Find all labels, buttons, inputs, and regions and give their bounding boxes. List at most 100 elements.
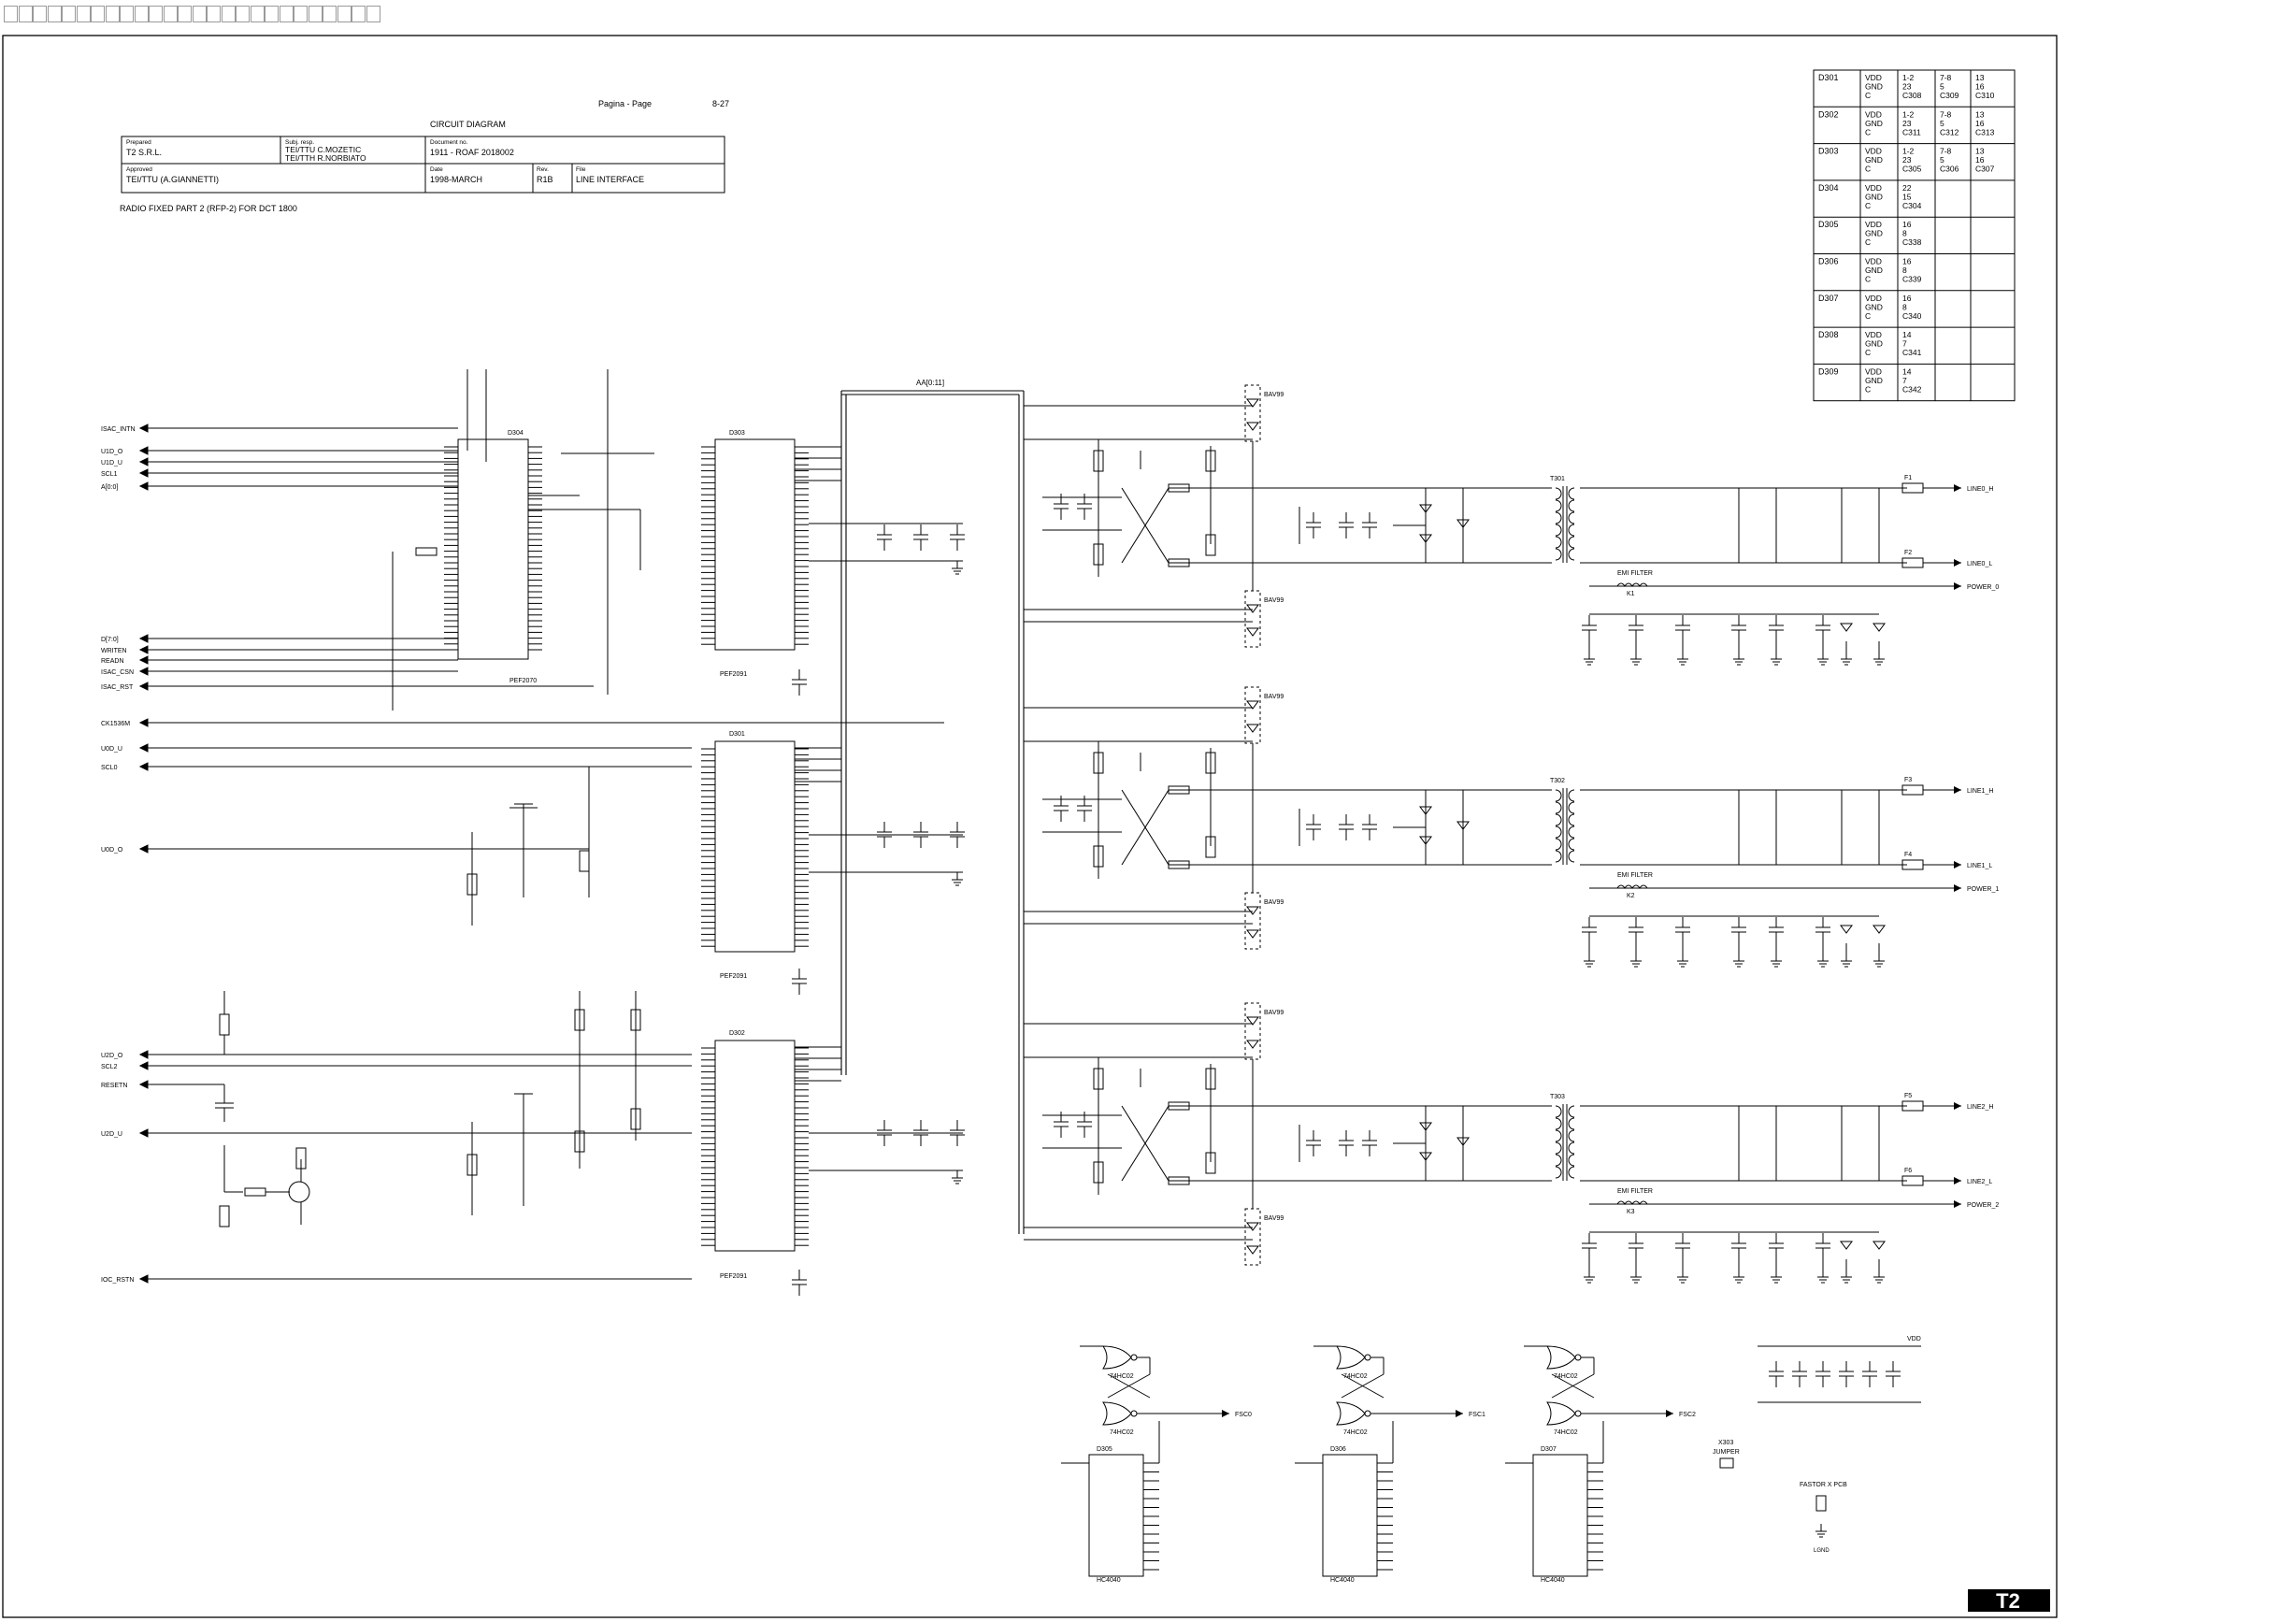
- table-pin-a: 1-2: [1902, 109, 1915, 119]
- chip-d303: [714, 438, 796, 651]
- transformer-coil: [1555, 548, 1562, 561]
- vdd-label: VDD: [1907, 1336, 1921, 1342]
- approved-label: Approved: [126, 166, 152, 173]
- cross-wire: [1121, 487, 1170, 564]
- emi-filter-coil: [1616, 884, 1648, 889]
- subj-resp-line1: TEI/TTU C.MOZETIC: [285, 145, 361, 154]
- decoupling-capacitor: [792, 969, 807, 995]
- t2-logo: T2: [1968, 1589, 2050, 1613]
- capacitor: [1769, 917, 1784, 943]
- line-h-label: LINE0_H: [1967, 486, 1993, 493]
- capacitor: [1839, 1361, 1854, 1387]
- chip-d302-part: PEF2091: [720, 1273, 747, 1280]
- table-pin-a: C341: [1902, 348, 1922, 357]
- table-pin-name: VDD: [1865, 73, 1882, 82]
- document-no-value: 1911 - ROAF 2018002: [430, 148, 514, 157]
- diode-array-bottom: [1244, 1208, 1261, 1266]
- fastor-symbol: [1815, 1495, 1827, 1512]
- table-pin-name: VDD: [1865, 330, 1882, 339]
- chip-pins: [444, 446, 809, 1246]
- resistor: [1205, 1068, 1216, 1090]
- chip-d304-part: PEF2070: [509, 678, 537, 684]
- capacitor: [1675, 615, 1690, 641]
- resistor: [1205, 450, 1216, 472]
- capacitor: [1629, 1233, 1643, 1259]
- fastor-label: FASTOR X PCB: [1800, 1482, 1847, 1488]
- bus-label: AA[0:11]: [916, 379, 944, 387]
- subj-resp-line2: TEI/TTH R.NORBIATO: [285, 153, 366, 163]
- transformer-coil: [1555, 499, 1562, 512]
- transformer-coil: [1555, 813, 1562, 826]
- counter-part: HC4040: [1330, 1577, 1355, 1584]
- table-pin-name: VDD: [1865, 183, 1882, 193]
- signal-label: ISAC_INTN: [101, 426, 136, 433]
- transformer-coil: [1568, 511, 1575, 524]
- placeholder-glyph-box: [105, 6, 120, 22]
- emi-filter-ref: K1: [1627, 591, 1635, 597]
- capacitor: [1815, 1233, 1830, 1259]
- table-pin-name: GND: [1865, 155, 1883, 165]
- counter-chip: [1088, 1454, 1144, 1577]
- placeholder-glyph-box: [149, 6, 163, 22]
- table-ref: D309: [1818, 366, 1839, 376]
- table-pin-name: GND: [1865, 339, 1883, 349]
- emi-filter-label: EMI FILTER: [1617, 872, 1653, 879]
- transformer-coil: [1568, 801, 1575, 814]
- resistor: [1168, 860, 1190, 869]
- table-pin-name: GND: [1865, 302, 1883, 311]
- title-block: [121, 136, 725, 194]
- page-label: Pagina - Page: [598, 99, 652, 108]
- table-pin-a: 14: [1902, 330, 1912, 339]
- resistor: [1168, 1101, 1190, 1111]
- transformer-coil: [1555, 1105, 1562, 1118]
- emi-filter-label: EMI FILTER: [1617, 1188, 1653, 1195]
- zener-symbol: [1419, 806, 1432, 815]
- diode-part: BAV99: [1264, 1215, 1284, 1222]
- capacitor: [1731, 615, 1746, 641]
- transformer-coil: [1568, 1129, 1575, 1142]
- transformer-coil: [1568, 1117, 1575, 1130]
- frame-sync-counters: 74HC0274HC02FSC0D305HC404074HC0274HC02FS…: [1061, 1336, 1921, 1584]
- chip-d301: [714, 740, 796, 953]
- diode-array-bottom: [1244, 590, 1261, 648]
- diode-symbol: [1246, 1040, 1259, 1049]
- table-pin-a: C305: [1902, 165, 1922, 174]
- transformer-coil: [1555, 536, 1562, 549]
- table-pin-c: 16: [1975, 82, 1985, 92]
- table-pin-b: 5: [1940, 155, 1944, 165]
- ground-symbol: [1817, 954, 1829, 968]
- table-ref: D306: [1818, 257, 1839, 266]
- placeholder-glyph-box: [120, 6, 134, 22]
- capacitor: [1769, 1233, 1784, 1259]
- line-h-label: LINE1_H: [1967, 788, 1993, 795]
- table-ref: D307: [1818, 294, 1839, 303]
- output-arrow: [1954, 786, 1961, 794]
- zener-symbol: [1419, 836, 1432, 845]
- gate-part: 74HC02: [1343, 1429, 1368, 1436]
- table-pin-name: GND: [1865, 82, 1883, 92]
- resistor: [1093, 450, 1104, 472]
- capacitor: [1077, 1112, 1092, 1138]
- table-pin-a: 15: [1902, 192, 1912, 201]
- title-bar-placeholder: [0, 0, 2296, 32]
- diode-symbol: [1246, 604, 1259, 613]
- ground-symbol: [1771, 652, 1782, 666]
- capacitor: [1629, 615, 1643, 641]
- diode-symbol: [1246, 1245, 1259, 1255]
- decoupling-capacitor: [877, 524, 892, 551]
- output-arrow: [1954, 582, 1961, 590]
- capacitor: [1815, 917, 1830, 943]
- signal-label: A[0:0]: [101, 484, 118, 491]
- table-pin-b: C306: [1940, 165, 1959, 174]
- jumper-ref: X303: [1718, 1440, 1733, 1446]
- fuse-ref: F3: [1904, 777, 1912, 783]
- transformer-coil: [1555, 838, 1562, 851]
- output-arrow: [1954, 861, 1961, 868]
- diode-array-top: [1244, 1002, 1261, 1060]
- nor-gate: [1336, 1401, 1366, 1426]
- table-pin-name: C: [1865, 127, 1871, 136]
- chip-d304-ref: D304: [508, 430, 524, 437]
- capacitor: [1339, 1130, 1354, 1156]
- diode-symbol: [1246, 929, 1259, 939]
